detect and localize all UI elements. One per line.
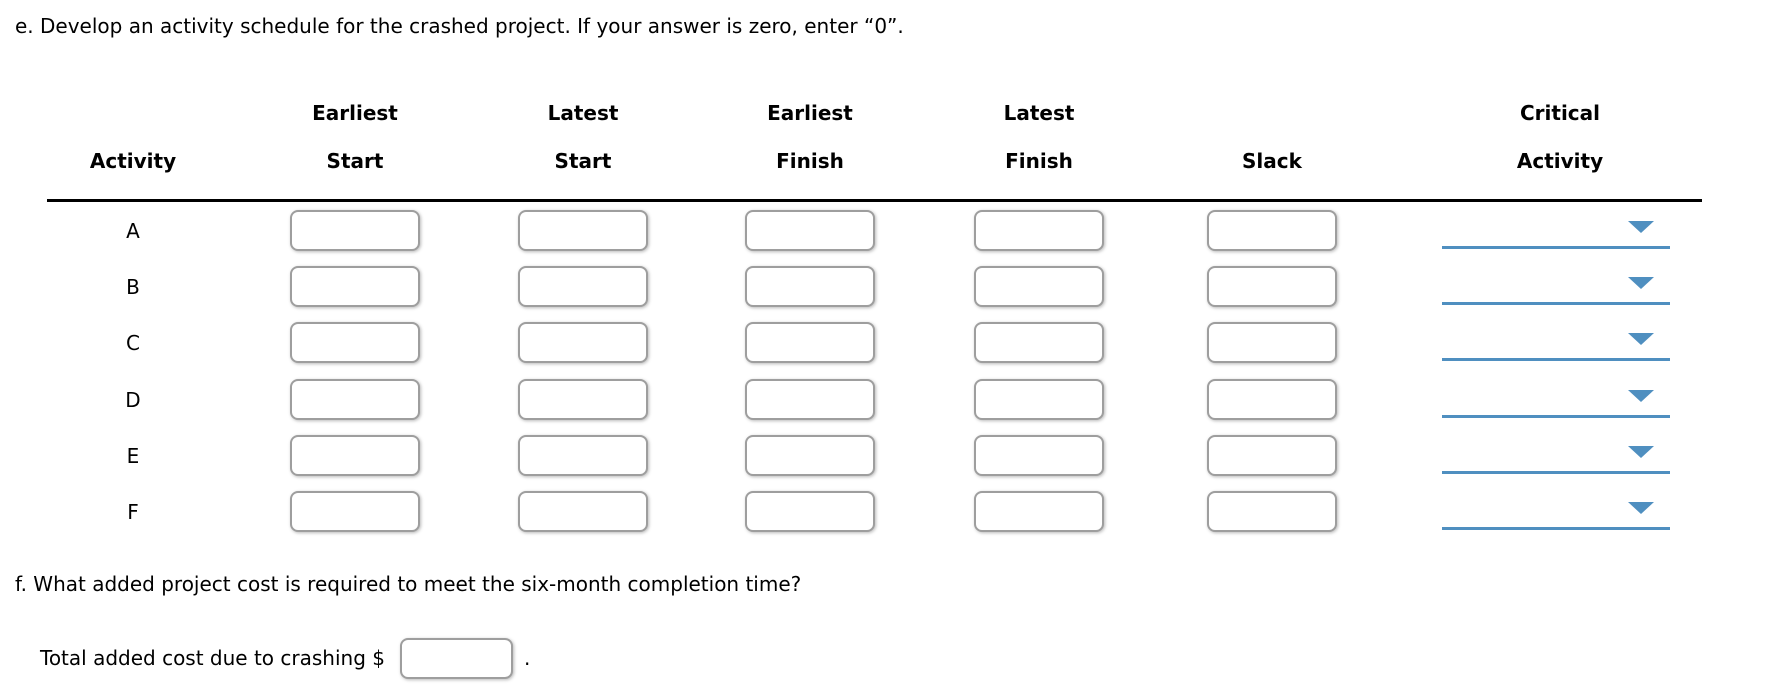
total-cost-input[interactable] (399, 637, 513, 679)
earliest-finish-input[interactable] (745, 322, 875, 364)
dropdown-underline (1442, 470, 1670, 474)
slack-input[interactable] (1207, 378, 1337, 420)
latest-finish-input[interactable] (974, 210, 1104, 251)
critical-activity-dropdown[interactable] (1442, 266, 1670, 308)
slack-input[interactable] (1207, 490, 1337, 532)
earliest-start-input[interactable] (290, 378, 420, 420)
question-e-text: e. Develop an activity schedule for the … (15, 14, 904, 38)
slack-input[interactable] (1207, 434, 1337, 476)
chevron-down-icon (1628, 501, 1654, 514)
dropdown-underline (1442, 526, 1670, 530)
latest-start-input[interactable] (518, 490, 648, 532)
critical-activity-dropdown[interactable] (1442, 491, 1670, 533)
chevron-down-icon (1628, 445, 1654, 458)
header-latest-finish-line1: Latest (1003, 101, 1075, 125)
dropdown-underline (1442, 358, 1670, 362)
table-row-a: A (0, 210, 1786, 266)
latest-finish-input[interactable] (974, 266, 1104, 308)
header-activity: Activity (89, 149, 177, 173)
latest-finish-input[interactable] (974, 434, 1104, 476)
header-critical-activity-line1: Critical (1519, 101, 1601, 125)
latest-finish-input[interactable] (974, 378, 1104, 420)
dropdown-underline (1442, 302, 1670, 306)
latest-finish-input[interactable] (974, 490, 1104, 532)
activity-label: F (127, 499, 139, 524)
period-text: . (523, 646, 531, 670)
table-row-e: E (0, 434, 1786, 491)
critical-activity-dropdown[interactable] (1442, 435, 1670, 477)
header-earliest-finish-line2: Finish (776, 149, 844, 173)
latest-start-input[interactable] (518, 210, 648, 251)
activity-label: E (126, 443, 140, 468)
earliest-finish-input[interactable] (745, 210, 875, 251)
critical-activity-dropdown[interactable] (1442, 210, 1670, 252)
header-earliest-start-line2: Start (326, 149, 384, 173)
header-earliest-start-line1: Earliest (312, 101, 398, 125)
header-slack: Slack (1242, 149, 1302, 173)
header-latest-start-line2: Start (554, 149, 612, 173)
table-row-f: F (0, 490, 1786, 547)
header-latest-finish-line2: Finish (1005, 149, 1073, 173)
table-row-b: B (0, 266, 1786, 322)
earliest-start-input[interactable] (290, 490, 420, 532)
header-earliest-finish-line1: Earliest (767, 101, 853, 125)
earliest-finish-input[interactable] (745, 490, 875, 532)
table-header-rule (47, 199, 1702, 202)
total-cost-line: Total added cost due to crashing $ . (40, 637, 530, 679)
chevron-down-icon (1628, 221, 1654, 233)
activity-label: B (126, 275, 140, 300)
earliest-finish-input[interactable] (745, 266, 875, 308)
slack-input[interactable] (1207, 322, 1337, 364)
chevron-down-icon (1628, 277, 1654, 290)
chevron-down-icon (1628, 389, 1654, 402)
critical-activity-dropdown[interactable] (1442, 379, 1670, 421)
activity-label: A (126, 219, 140, 243)
earliest-start-input[interactable] (290, 322, 420, 364)
earliest-finish-input[interactable] (745, 378, 875, 420)
dropdown-underline (1442, 246, 1670, 249)
total-cost-label: Total added cost due to crashing $ (40, 646, 385, 670)
earliest-start-input[interactable] (290, 210, 420, 251)
latest-start-input[interactable] (518, 266, 648, 308)
activity-label: D (125, 387, 141, 412)
slack-input[interactable] (1207, 210, 1337, 251)
latest-start-input[interactable] (518, 378, 648, 420)
header-latest-start-line1: Latest (547, 101, 619, 125)
latest-start-input[interactable] (518, 434, 648, 476)
table-row-c: C (0, 322, 1786, 378)
table-row-d: D (0, 378, 1786, 435)
question-f-text: f. What added project cost is required t… (15, 572, 802, 596)
latest-start-input[interactable] (518, 322, 648, 364)
earliest-finish-input[interactable] (745, 434, 875, 476)
chevron-down-icon (1628, 333, 1654, 346)
slack-input[interactable] (1207, 266, 1337, 308)
dropdown-underline (1442, 414, 1670, 418)
table-body: A B C (0, 210, 1786, 547)
earliest-start-input[interactable] (290, 434, 420, 476)
earliest-start-input[interactable] (290, 266, 420, 308)
activity-label: C (126, 331, 140, 356)
critical-activity-dropdown[interactable] (1442, 322, 1670, 364)
header-critical-activity-line2: Activity (1516, 149, 1604, 173)
latest-finish-input[interactable] (974, 322, 1104, 364)
